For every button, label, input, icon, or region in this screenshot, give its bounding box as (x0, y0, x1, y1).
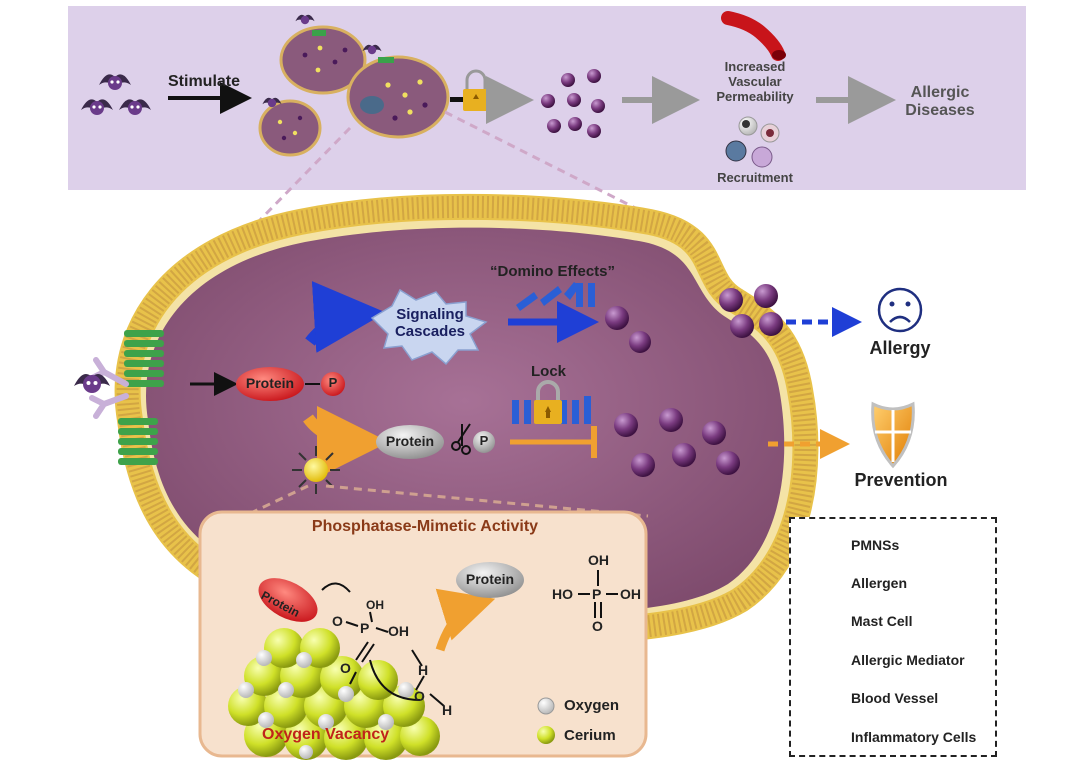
chem-o-water: O (414, 688, 425, 704)
lock-icon-large (534, 380, 562, 424)
cerium-legend-icon (537, 726, 555, 744)
legend-item-pmns: PMNSs (851, 537, 900, 553)
phosphoric-acid-bonds (578, 570, 618, 618)
release-protein-arrow (435, 588, 496, 652)
inflammatory-cells-top (725, 116, 780, 168)
domino-blocks-active (516, 282, 595, 311)
domino-blocks-locked (512, 396, 591, 424)
phosphate-red-shape (321, 372, 345, 396)
mast-cell-top-2 (279, 14, 367, 95)
permeability-label: Increased Vascular Permeability (716, 59, 794, 104)
zoom-line-left (256, 126, 352, 224)
signaling-cascade-burst (370, 288, 488, 366)
legend-item-blood-vessel: Blood Vessel (851, 690, 939, 706)
chem-h: H (418, 662, 429, 678)
chem-oh-right: OH (388, 623, 409, 639)
acid-o-bottom: O (592, 618, 603, 634)
mediators-retained (614, 408, 740, 477)
chem-o-low: O (340, 660, 351, 676)
prevention-label: Prevention (854, 470, 948, 490)
legend-box: PMNSs Allergen Mast Cell Allergic Mediat… (789, 517, 997, 757)
protein-released-label: Protein (465, 571, 515, 587)
legend-item-mast-cell: Mast Cell (851, 613, 913, 629)
bound-phosphate-bonds (321, 582, 445, 707)
signaling-cascades-label: Signaling Cascades (394, 306, 466, 341)
shield-icon (871, 401, 915, 469)
pmns-icon-cell (292, 446, 340, 494)
chem-o1: O (332, 613, 343, 629)
legend-item-inflammatory-cells: Inflammatory Cells (851, 729, 977, 745)
acid-ho-left: HO (552, 586, 573, 602)
receptor-icon-upper (124, 330, 164, 387)
phosphatase-arrow (303, 405, 389, 478)
oxygen-vacancy-label: Oxygen Vacancy (262, 726, 390, 743)
receptor-icon-lower (118, 418, 158, 465)
legend-item-mediator: Allergic Mediator (851, 652, 965, 668)
allergen-group-top (81, 74, 151, 115)
blood-vessel-icon-top (721, 11, 786, 61)
scissors-icon (451, 423, 471, 455)
chem-oh-top: OH (366, 598, 384, 612)
lock-label: Lock (531, 363, 567, 380)
allergen-icon-bound (74, 374, 110, 393)
acid-oh-top: OH (588, 552, 609, 568)
chem-h2: H (442, 702, 453, 718)
oxygen-legend-label: Oxygen (564, 697, 620, 714)
protein-released-shape (456, 562, 524, 598)
phosphate-label-gray: P (479, 433, 489, 448)
mediators-released-inside (605, 306, 651, 353)
mast-cell-top-3 (346, 44, 450, 139)
phosphorylated-protein-shape (236, 367, 304, 401)
phosphate-gray-shape (473, 431, 495, 453)
protein-label: Protein (385, 433, 435, 449)
legend-item-allergen: Allergen (851, 575, 908, 591)
protein-red-inset-shape (258, 578, 318, 622)
allergic-diseases-label: Allergic Diseases (905, 84, 975, 120)
oxygen-legend-icon (537, 697, 555, 715)
mediators-outside (719, 284, 783, 338)
mast-cell-top-1 (258, 97, 322, 157)
cerium-legend-label: Cerium (564, 727, 616, 744)
lock-icon-top (450, 69, 489, 111)
inset-title: Phosphatase-Mimetic Activity (311, 518, 539, 535)
released-mediators-top (541, 69, 605, 138)
recruitment-label: Recruitment (717, 170, 793, 185)
acid-p: P (592, 586, 602, 602)
ceria-nanocrystal (228, 628, 440, 760)
domino-effects-label: “Domino Effects” (490, 263, 616, 280)
phosphorylated-protein-label: Protein (245, 375, 295, 391)
chem-p-bound: P (360, 620, 370, 636)
stimulate-label: Stimulate (168, 73, 241, 90)
signaling-arrow (305, 281, 386, 353)
acid-oh-right: OH (620, 586, 641, 602)
protein-gray-shape (376, 425, 444, 459)
phosphate-label-red: P (328, 375, 338, 390)
sad-face-icon (877, 287, 923, 333)
allergy-label: Allergy (869, 338, 931, 358)
